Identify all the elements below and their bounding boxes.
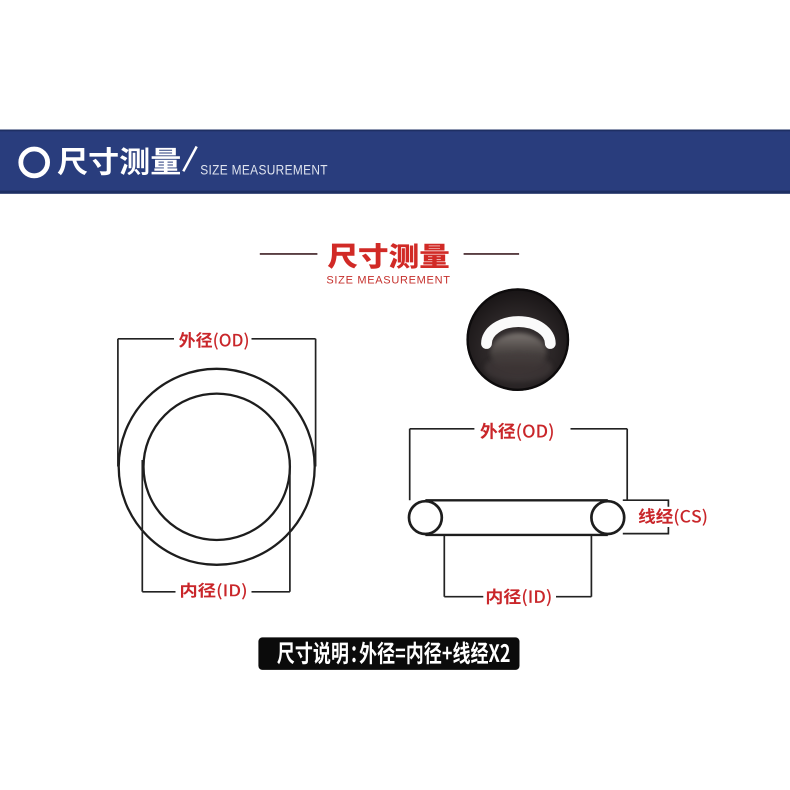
svg-text:SIZE MEASUREMENT: SIZE MEASUREMENT xyxy=(326,274,450,286)
svg-text:SIZE MEASUREMENT: SIZE MEASUREMENT xyxy=(200,161,328,177)
